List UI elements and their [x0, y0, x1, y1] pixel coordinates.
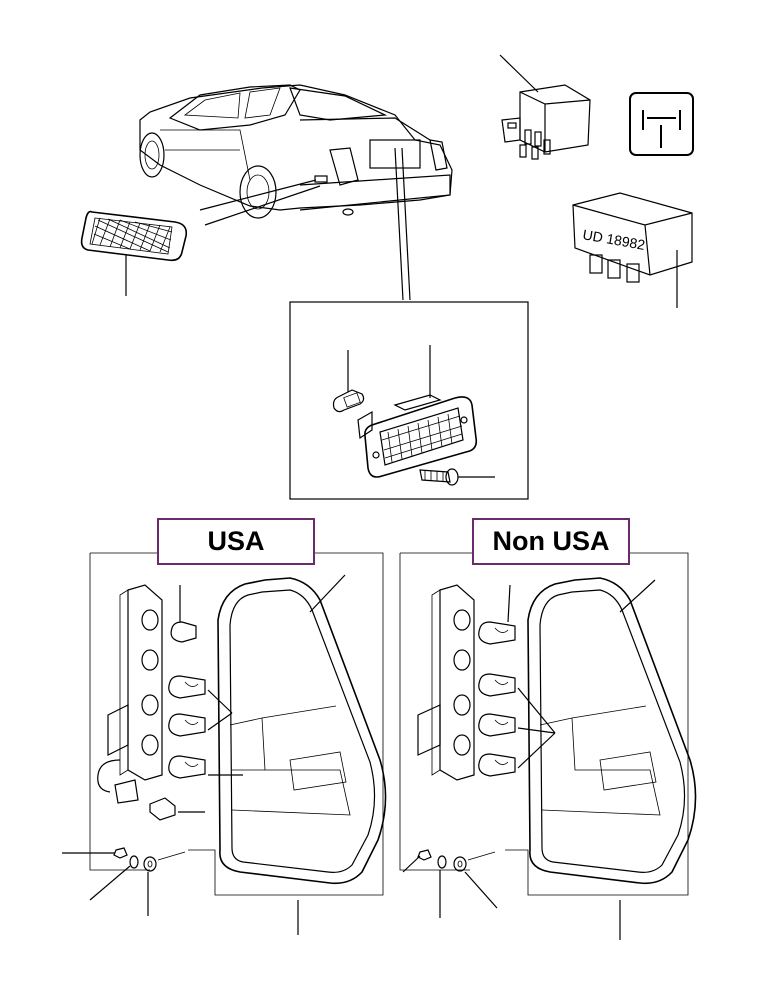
- plate-lamp-screw: [419, 468, 459, 486]
- non-usa-bulb: [478, 713, 516, 737]
- leader-line: [464, 871, 498, 909]
- non-usa-rear-lamp-group: [399, 552, 697, 940]
- non-usa-washer: [437, 855, 447, 869]
- leader-line: [619, 579, 656, 613]
- leader-line: [207, 689, 233, 714]
- relay-pin-diagram: [629, 92, 694, 156]
- flasher-unit: UD 18982: [572, 192, 693, 283]
- leader-line: [517, 687, 556, 734]
- usa-washer: [143, 856, 157, 872]
- usa-washer: [129, 855, 139, 869]
- relay: [501, 84, 591, 160]
- leader-line: [89, 865, 131, 901]
- leader-line: [402, 855, 421, 873]
- leader-line: [309, 574, 346, 613]
- leader-line: [517, 727, 556, 734]
- side-reflector: [80, 210, 188, 262]
- plate-lamp-lens: [357, 394, 478, 478]
- usa-bulb-wedge: [149, 797, 176, 821]
- usa-bulb-small: [170, 621, 197, 643]
- leader-line: [499, 54, 539, 93]
- non-usa-bulb: [478, 673, 516, 697]
- relay-code-label: UD 18982: [581, 226, 646, 253]
- non-usa-bulb: [478, 753, 516, 777]
- leader-line: [507, 584, 511, 623]
- usa-bulb: [168, 755, 206, 779]
- usa-bulb: [168, 713, 206, 737]
- usa-nut: [113, 847, 128, 859]
- usa-rear-lamp-group: [62, 552, 387, 935]
- leader-line: [199, 179, 317, 211]
- usa-bulb: [168, 675, 206, 699]
- non-usa-bulb: [478, 621, 516, 645]
- leader-line: [394, 147, 404, 301]
- leader-line: [207, 712, 233, 731]
- plate-lamp-bulb: [332, 389, 365, 413]
- usa-label: USA: [157, 518, 315, 565]
- non-usa-washer: [453, 856, 467, 872]
- non-usa-nut: [417, 849, 432, 861]
- leader-line: [401, 147, 411, 301]
- leader-line: [517, 732, 556, 769]
- car-illustration: [139, 84, 453, 219]
- leader-line: [204, 185, 321, 226]
- plate-lamp-detail-frame: [289, 301, 529, 500]
- non-usa-label: Non USA: [472, 518, 630, 565]
